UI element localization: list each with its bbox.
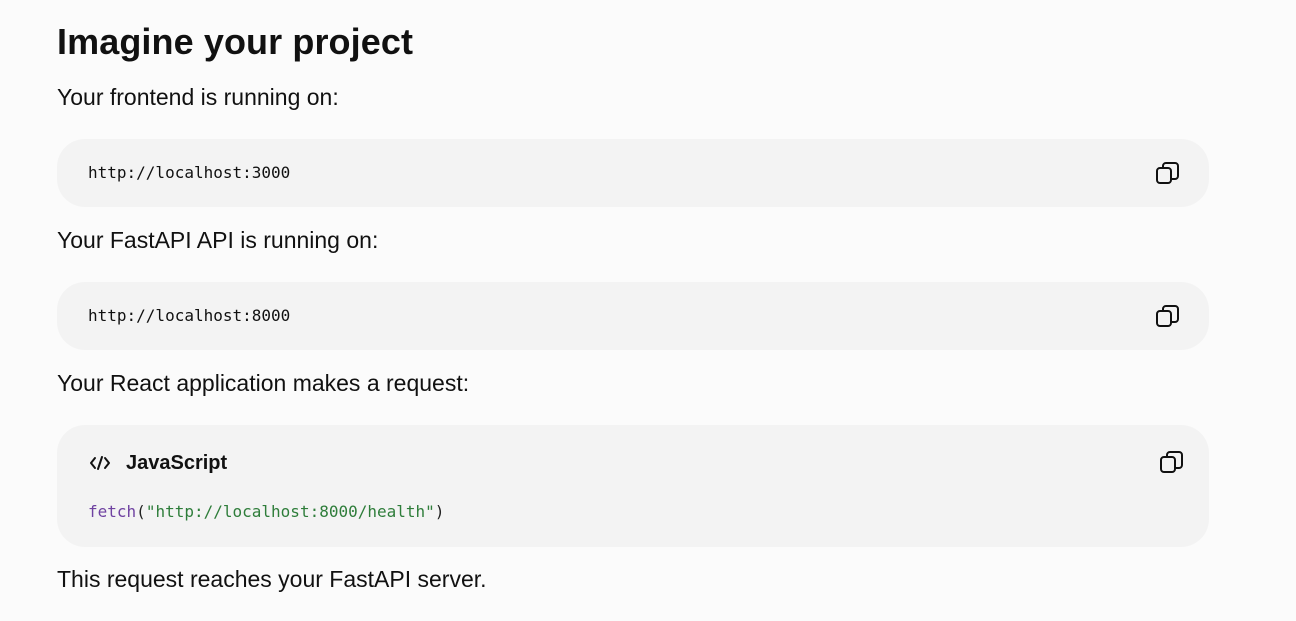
api-paragraph: Your FastAPI API is running on: <box>57 227 379 253</box>
copy-icon <box>1160 451 1183 473</box>
javascript-code-block: JavaScript fetch("http://localhost:8000/… <box>57 425 1209 547</box>
copy-icon <box>1156 162 1179 184</box>
code-token-function: fetch <box>88 502 137 521</box>
frontend-url-code-block: http://localhost:3000 <box>57 139 1209 207</box>
code-token-close-paren: ) <box>434 502 445 521</box>
reach-paragraph: This request reaches your FastAPI server… <box>57 566 487 592</box>
api-url-code-block: http://localhost:8000 <box>57 282 1209 350</box>
copy-code-button[interactable] <box>1155 445 1189 479</box>
code-language-label: JavaScript <box>126 452 228 474</box>
frontend-paragraph: Your frontend is running on: <box>57 84 339 110</box>
copy-api-url-button[interactable] <box>1151 299 1185 333</box>
copy-icon <box>1156 305 1179 327</box>
page-title: Imagine your project <box>57 21 414 62</box>
code-language-header: JavaScript <box>88 450 227 476</box>
code-token-string: "http://localhost:8000/health" <box>145 502 435 521</box>
frontend-url-code: http://localhost:3000 <box>88 163 291 182</box>
react-paragraph: Your React application makes a request: <box>57 370 470 396</box>
code-token-open-paren: ( <box>136 502 146 521</box>
api-url-code: http://localhost:8000 <box>88 306 291 325</box>
copy-frontend-url-button[interactable] <box>1151 156 1185 190</box>
code-icon <box>88 451 112 475</box>
fetch-code-line: fetch("http://localhost:8000/health") <box>88 502 444 522</box>
